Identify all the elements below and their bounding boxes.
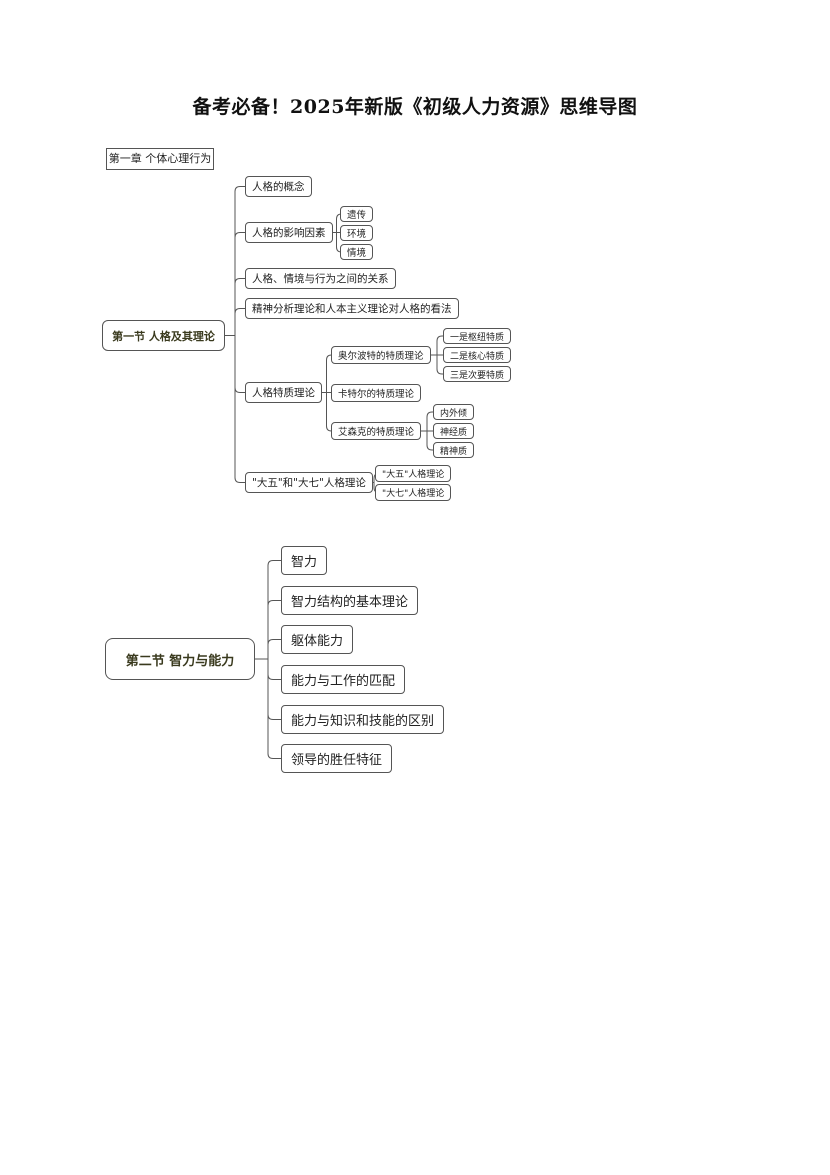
node-personality-factors[interactable]: 人格的影响因素 [245, 222, 333, 243]
node-situation[interactable]: 情境 [340, 244, 374, 260]
node-intelligence-structure[interactable]: 智力结构的基本理论 [281, 586, 419, 615]
node-psychoticism[interactable]: 精神质 [433, 442, 475, 458]
section1-root-node[interactable]: 第一节 人格及其理论 [102, 320, 225, 351]
node-heredity[interactable]: 遗传 [340, 206, 374, 222]
node-big-five[interactable]: "大五"人格理论 [375, 465, 452, 482]
node-personality-concept[interactable]: 人格的概念 [245, 176, 312, 197]
node-intelligence[interactable]: 智力 [281, 546, 328, 575]
node-central-trait[interactable]: 二是核心特质 [443, 347, 512, 363]
page-title: 备考必备！2025年新版《初级人力资源》思维导图 [192, 96, 638, 118]
chapter-label: 第一章 个体心理行为 [106, 148, 214, 170]
node-big-seven[interactable]: "大七"人格理论 [375, 484, 452, 501]
node-big-five-seven[interactable]: "大五"和"大七"人格理论 [245, 472, 373, 493]
node-eysenck-theory[interactable]: 艾森克的特质理论 [331, 422, 422, 440]
node-physical-ability[interactable]: 躯体能力 [281, 625, 354, 654]
node-ability-job-match[interactable]: 能力与工作的匹配 [281, 665, 406, 694]
node-cattell-theory[interactable]: 卡特尔的特质理论 [331, 384, 422, 402]
node-secondary-trait[interactable]: 三是次要特质 [443, 366, 512, 382]
node-trait-theory[interactable]: 人格特质理论 [245, 382, 322, 403]
node-psychoanalysis-humanism[interactable]: 精神分析理论和人本主义理论对人格的看法 [245, 298, 459, 319]
node-environment[interactable]: 环境 [340, 225, 374, 241]
node-allport-theory[interactable]: 奥尔波特的特质理论 [331, 346, 431, 364]
node-leadership-competency[interactable]: 领导的胜任特征 [281, 744, 393, 773]
node-ability-vs-knowledge[interactable]: 能力与知识和技能的区别 [281, 705, 445, 734]
section2-root-node[interactable]: 第二节 智力与能力 [105, 638, 255, 680]
node-cardinal-trait[interactable]: 一是枢纽特质 [443, 328, 512, 344]
node-personality-situation-behavior[interactable]: 人格、情境与行为之间的关系 [245, 268, 396, 289]
node-extraversion[interactable]: 内外倾 [433, 404, 475, 420]
node-neuroticism[interactable]: 神经质 [433, 423, 475, 439]
